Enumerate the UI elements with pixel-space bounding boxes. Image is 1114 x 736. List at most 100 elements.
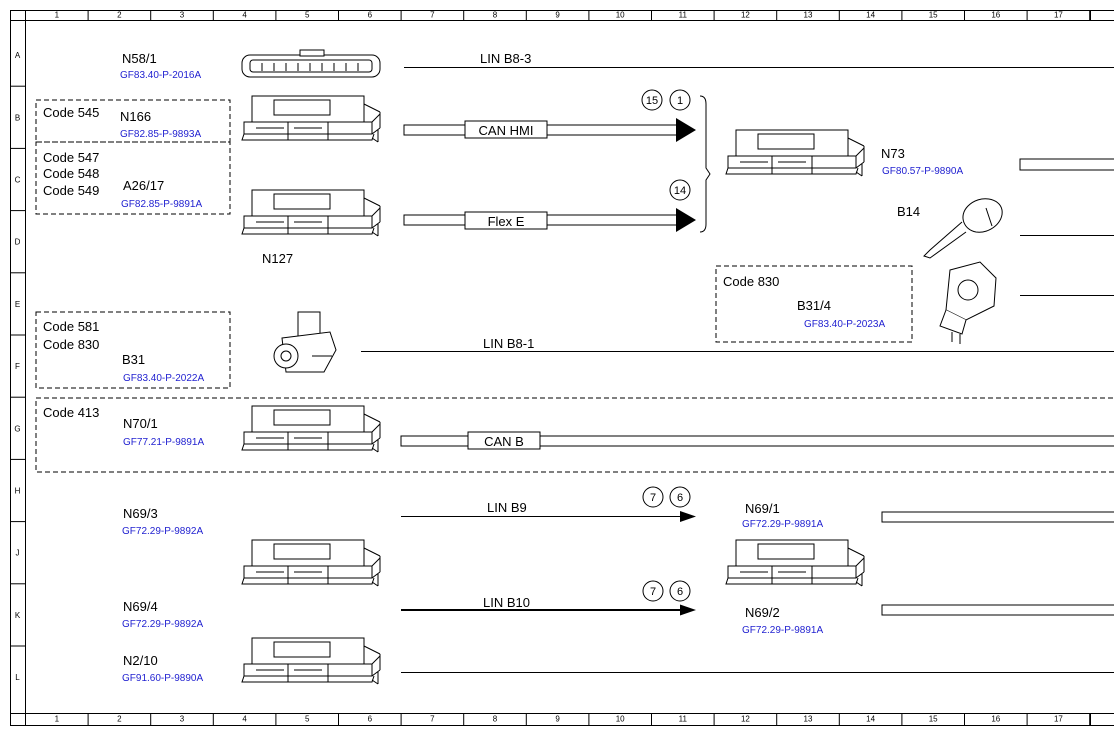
grid-column-label: 7: [430, 715, 435, 724]
n58-1-label: N58/1: [122, 51, 157, 66]
n69-3-label: N69/3: [123, 506, 158, 521]
marker-7-lin-b9[interactable]: 7: [642, 486, 664, 508]
component-n73: N73 GF80.57-P-9890A: [881, 146, 963, 177]
n166-label: N166: [120, 109, 151, 124]
grid-column-label: 15: [929, 11, 938, 20]
grid-column-label: 11: [679, 715, 688, 724]
grid-column-label: 5: [305, 11, 310, 20]
n69-1-ref[interactable]: GF72.29-P-9891A: [742, 519, 823, 530]
marker-7b-text: 7: [650, 586, 656, 598]
n58-1-ref[interactable]: GF83.40-P-2016A: [120, 70, 201, 81]
a26-17-ref[interactable]: GF82.85-P-9891A: [121, 199, 202, 210]
component-n2-10: N2/10 GF91.60-P-9890A: [122, 653, 203, 684]
n69-3-ref[interactable]: GF72.29-P-9892A: [122, 526, 203, 537]
lin-b9-label: LIN B9: [487, 500, 527, 515]
grid-column-label: 6: [368, 11, 373, 20]
grid-column-label: 14: [866, 11, 875, 20]
n73-label: N73: [881, 146, 905, 161]
grid-row-label: A: [15, 51, 21, 60]
grid-column-label: 17: [1054, 715, 1063, 724]
n69-1-bus-stub: [881, 511, 1114, 523]
grid-row-label: G: [14, 424, 20, 433]
b31-4-ref[interactable]: GF83.40-P-2023A: [804, 319, 885, 330]
flex-e-label: Flex E: [488, 214, 525, 229]
grid-column-label: 2: [117, 715, 122, 724]
grid-column-label: 4: [242, 11, 247, 20]
component-n166: N166 GF82.85-P-9893A: [120, 109, 201, 140]
code-830-right-label: Code 830: [723, 274, 779, 289]
n70-1-control-unit-icon: [241, 405, 381, 453]
grid-column-label: 1: [55, 11, 60, 20]
marker-6-lin-b9[interactable]: 6: [669, 486, 691, 508]
grid-column-label: 7: [430, 11, 435, 20]
code-box-547: Code 547 Code 548 Code 549: [35, 141, 231, 215]
bus-can-b: CAN B: [400, 431, 1114, 450]
marker-14-text: 14: [674, 185, 686, 197]
n127-label: N127: [262, 251, 293, 266]
bus-bracket: [699, 95, 711, 233]
marker-7a-text: 7: [650, 492, 656, 504]
marker-14[interactable]: 14: [669, 179, 691, 201]
grid-column-label: 3: [180, 715, 185, 724]
b14-sensor-icon: [923, 198, 1003, 259]
n69-2-bus-stub: [881, 604, 1114, 616]
marker-15[interactable]: 15: [641, 89, 663, 111]
diagram-frame: [10, 10, 1114, 726]
grid-column-label: 17: [1054, 11, 1063, 20]
n2-10-control-unit-icon: [241, 637, 381, 685]
b31-sensor-icon: [273, 311, 337, 373]
grid-column-label: 9: [555, 11, 560, 20]
grid-row-label: L: [15, 673, 20, 682]
grid-column-label: 10: [616, 715, 625, 724]
b31-ref[interactable]: GF83.40-P-2022A: [123, 373, 204, 384]
n70-1-ref[interactable]: GF77.21-P-9891A: [123, 437, 204, 448]
n69-4-ref[interactable]: GF72.29-P-9892A: [122, 619, 203, 630]
n69-2-label: N69/2: [745, 605, 780, 620]
component-n69-2: N69/2 GF72.29-P-9891A: [742, 605, 823, 636]
code-box-830-right: Code 830: [715, 265, 913, 343]
bus-flex-e: Flex E: [403, 208, 696, 232]
marker-15-text: 15: [646, 95, 658, 107]
n2-10-ref[interactable]: GF91.60-P-9890A: [122, 673, 203, 684]
component-n69-1: N69/1 GF72.29-P-9891A: [742, 501, 823, 530]
component-b31: B31 GF83.40-P-2022A: [122, 352, 204, 384]
bus-lin-b8-1: LIN B8-1: [361, 336, 1114, 352]
grid-row-label: D: [15, 238, 21, 247]
grid-column-label: 4: [242, 715, 247, 724]
n69-3-control-unit-icon: [241, 539, 381, 587]
lin-b10-label: LIN B10: [483, 595, 530, 610]
grid-column-label: 8: [493, 11, 498, 20]
n73-ref[interactable]: GF80.57-P-9890A: [882, 166, 963, 177]
code-box-581: Code 581 Code 830: [35, 311, 231, 389]
n73-control-unit-icon: [725, 129, 865, 177]
can-b-label: CAN B: [484, 434, 524, 449]
n166-ref[interactable]: GF82.85-P-9893A: [120, 129, 201, 140]
grid-ticks: [10, 10, 1091, 726]
code-549-label: Code 549: [43, 183, 99, 198]
component-a26-17: A26/17 GF82.85-P-9891A: [121, 178, 202, 210]
bus-lin-b8-3: LIN B8-3: [404, 51, 1114, 68]
code-548-label: Code 548: [43, 166, 99, 181]
n69-2-ref[interactable]: GF72.29-P-9891A: [742, 625, 823, 636]
can-hmi-label: CAN HMI: [479, 123, 534, 138]
grid-column-label: 1: [55, 715, 60, 724]
bus-can-hmi: CAN HMI: [403, 118, 696, 142]
lin-b8-1-label: LIN B8-1: [483, 336, 534, 351]
marker-6-lin-b10[interactable]: 6: [669, 580, 691, 602]
code-830-label: Code 830: [43, 337, 99, 352]
b31-label: B31: [122, 352, 145, 367]
n73-bus-stub: [1019, 158, 1114, 171]
a26-17-label: A26/17: [123, 178, 164, 193]
code-545-label: Code 545: [43, 105, 99, 120]
bus-lin-b10: LIN B10: [401, 595, 696, 616]
code-547-label: Code 547: [43, 150, 99, 165]
grid-column-label: 14: [866, 715, 875, 724]
marker-7-lin-b10[interactable]: 7: [642, 580, 664, 602]
component-n70-1: N70/1 GF77.21-P-9891A: [123, 416, 204, 448]
grid-column-label: 13: [804, 11, 813, 20]
marker-1[interactable]: 1: [669, 89, 691, 111]
grid-column-label: 13: [804, 715, 813, 724]
b14-label: B14: [897, 204, 920, 219]
